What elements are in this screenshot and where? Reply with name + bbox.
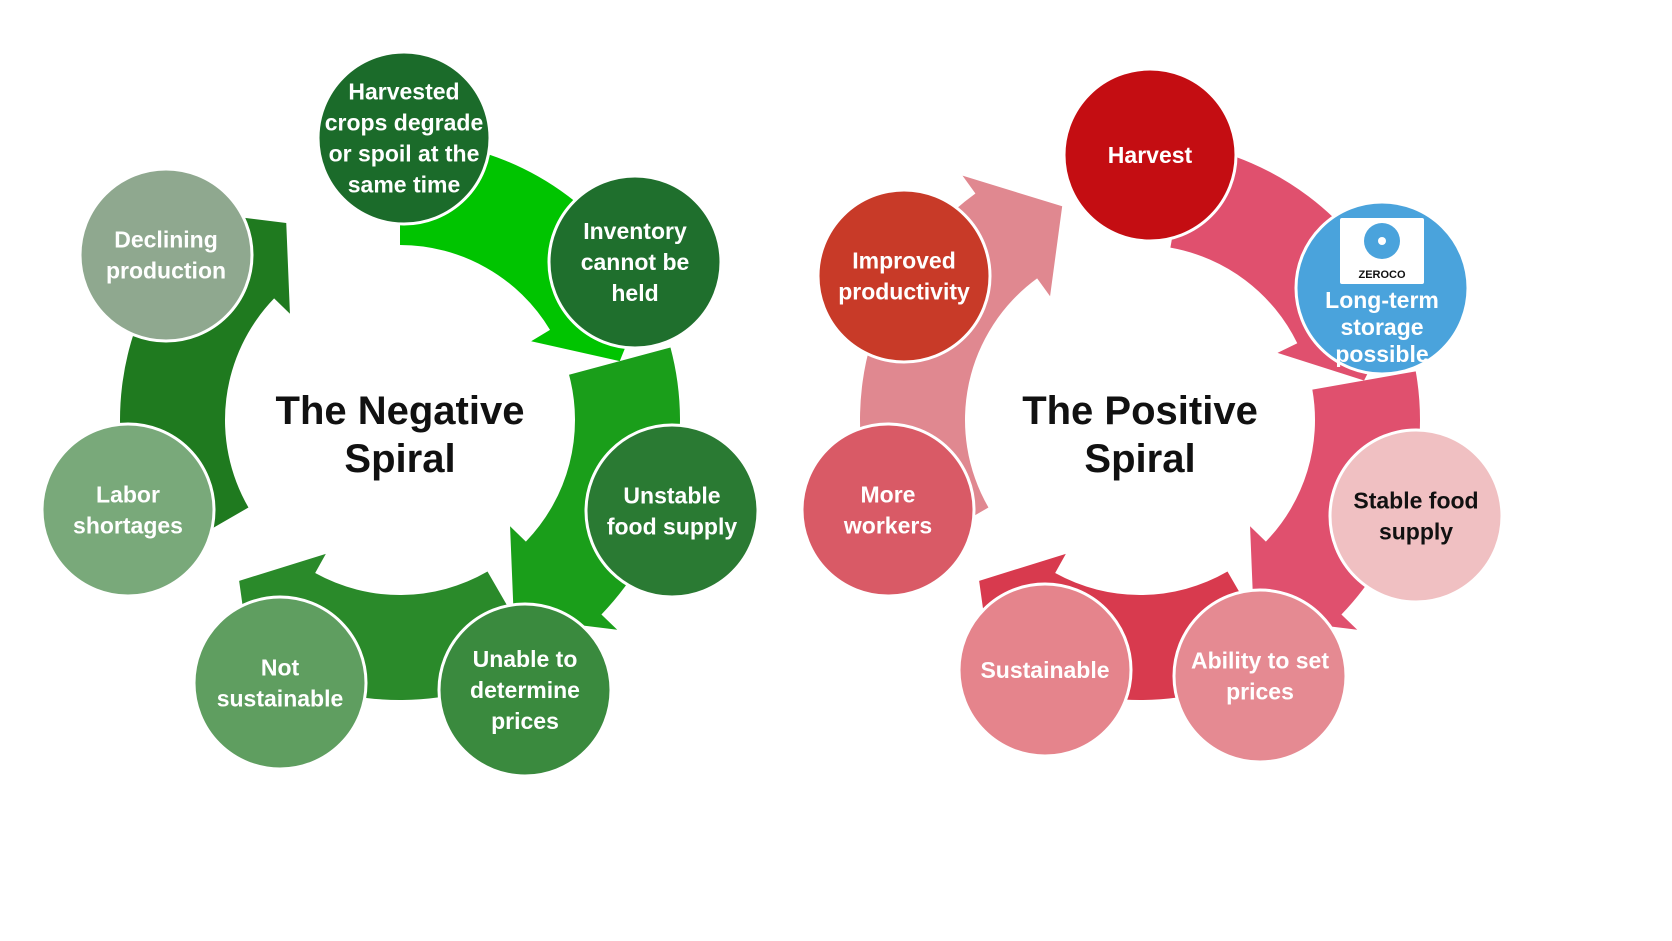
- neg-node-label: Inventory cannot be held: [581, 218, 690, 306]
- pos-node-circle: [1294, 200, 1470, 376]
- pos-node-circle: [1062, 67, 1238, 243]
- neg-node-label-line: Labor: [96, 482, 160, 508]
- neg-node-label-line: shortages: [73, 513, 183, 539]
- pos-title-line: The Positive: [1022, 389, 1258, 433]
- pos-node-circle: [816, 188, 992, 364]
- pos-node-label-line: Stable food: [1353, 488, 1478, 514]
- neg-node-label: Not sustainable: [217, 655, 344, 712]
- pos-node-5: Sustainable: [957, 582, 1133, 758]
- pos-node-circle: [1172, 588, 1348, 764]
- pos-node-label-line: possible: [1335, 341, 1428, 367]
- pos-node-1: Harvest: [1062, 67, 1238, 243]
- pos-node-3: Stable food supply: [1328, 428, 1504, 604]
- pos-node-label-line: workers: [843, 513, 932, 539]
- neg-node-label-line: prices: [491, 708, 559, 734]
- pos-node-label-line: More: [861, 482, 916, 508]
- zeroco-logo: ZEROCO: [1340, 218, 1424, 284]
- pos-node-label-line: Ability to set: [1191, 648, 1329, 674]
- neg-node-circle: [316, 50, 492, 226]
- neg-node-label: Declining production: [106, 227, 226, 284]
- pos-node-label-line: Improved: [852, 248, 956, 274]
- pos-node-label-line: supply: [1379, 519, 1453, 545]
- pos-node-label-line: Harvest: [1108, 142, 1193, 168]
- neg-node-1: Harvested crops degrade or spoil at the sam…: [316, 50, 492, 226]
- neg-node-circle: [78, 167, 254, 343]
- neg-node-label-line: cannot be: [581, 249, 690, 275]
- pos-node-label: More workers: [843, 482, 932, 539]
- neg-node-label: Unstable food supply: [607, 483, 738, 540]
- pos-title-line: Spiral: [1084, 437, 1195, 481]
- zeroco-logo-text: ZEROCO: [1358, 269, 1406, 281]
- neg-node-7: Declining production: [78, 167, 254, 343]
- pos-node-circle: [1328, 428, 1504, 604]
- pos-node-label-line: Sustainable: [980, 657, 1109, 683]
- neg-node-label-line: crops degrade: [325, 110, 484, 136]
- neg-node-label-line: or spoil at the: [329, 141, 480, 167]
- pos-node-circle: [800, 422, 976, 598]
- pos-node-label-line: storage: [1340, 314, 1423, 340]
- pos-node-7: Improved productivity: [816, 188, 992, 364]
- neg-node-label-line: Not: [261, 655, 300, 681]
- neg-node-circle: [437, 602, 613, 778]
- pos-node-label-line: productivity: [838, 279, 970, 305]
- neg-node-label-line: held: [611, 280, 658, 306]
- pos-node-label: Harvest: [1108, 142, 1193, 168]
- neg-node-label: Harvested crops degrade or spoil at the sam…: [325, 79, 484, 198]
- pos-node-circle: [957, 582, 1133, 758]
- neg-node-label-line: sustainable: [217, 686, 344, 712]
- neg-node-5: Not sustainable: [192, 595, 368, 771]
- neg-node-circle: [40, 422, 216, 598]
- neg-node-label-line: production: [106, 258, 226, 284]
- neg-node-3: Unstable food supply: [584, 423, 760, 599]
- neg-node-label-line: Inventory: [583, 218, 687, 244]
- neg-title-line: Spiral: [344, 437, 455, 481]
- pos-node-label-line: prices: [1226, 679, 1294, 705]
- pos-node-6: More workers: [800, 422, 976, 598]
- neg-node-circle: [192, 595, 368, 771]
- pos-node-label: Improved productivity: [838, 248, 970, 305]
- pos-node-4: Ability to set prices: [1172, 588, 1348, 764]
- neg-node-circle: [547, 174, 723, 350]
- neg-node-label-line: same time: [348, 172, 461, 198]
- neg-node-circle: [584, 423, 760, 599]
- neg-node-label: Labor shortages: [73, 482, 183, 539]
- neg-node-label-line: Unstable: [623, 483, 720, 509]
- neg-node-label-line: food supply: [607, 514, 738, 540]
- neg-node-label-line: determine: [470, 677, 580, 703]
- neg-node-label: Unable to determine prices: [470, 646, 580, 734]
- neg-node-label-line: Unable to: [473, 646, 578, 672]
- pos-node-label-line: Long-term: [1325, 287, 1439, 313]
- neg-title-line: The Negative: [276, 389, 525, 433]
- pos-node-label: Ability to set prices: [1191, 648, 1329, 705]
- neg-node-4: Unable to determine prices: [437, 602, 613, 778]
- neg-node-label-line: Harvested: [348, 79, 459, 105]
- pos-node-label: Stable food supply: [1353, 488, 1478, 545]
- pos-node-label: Sustainable: [980, 657, 1109, 683]
- neg-node-6: Labor shortages: [40, 422, 216, 598]
- neg-node-2: Inventory cannot be held: [547, 174, 723, 350]
- neg-node-label-line: Declining: [114, 227, 218, 253]
